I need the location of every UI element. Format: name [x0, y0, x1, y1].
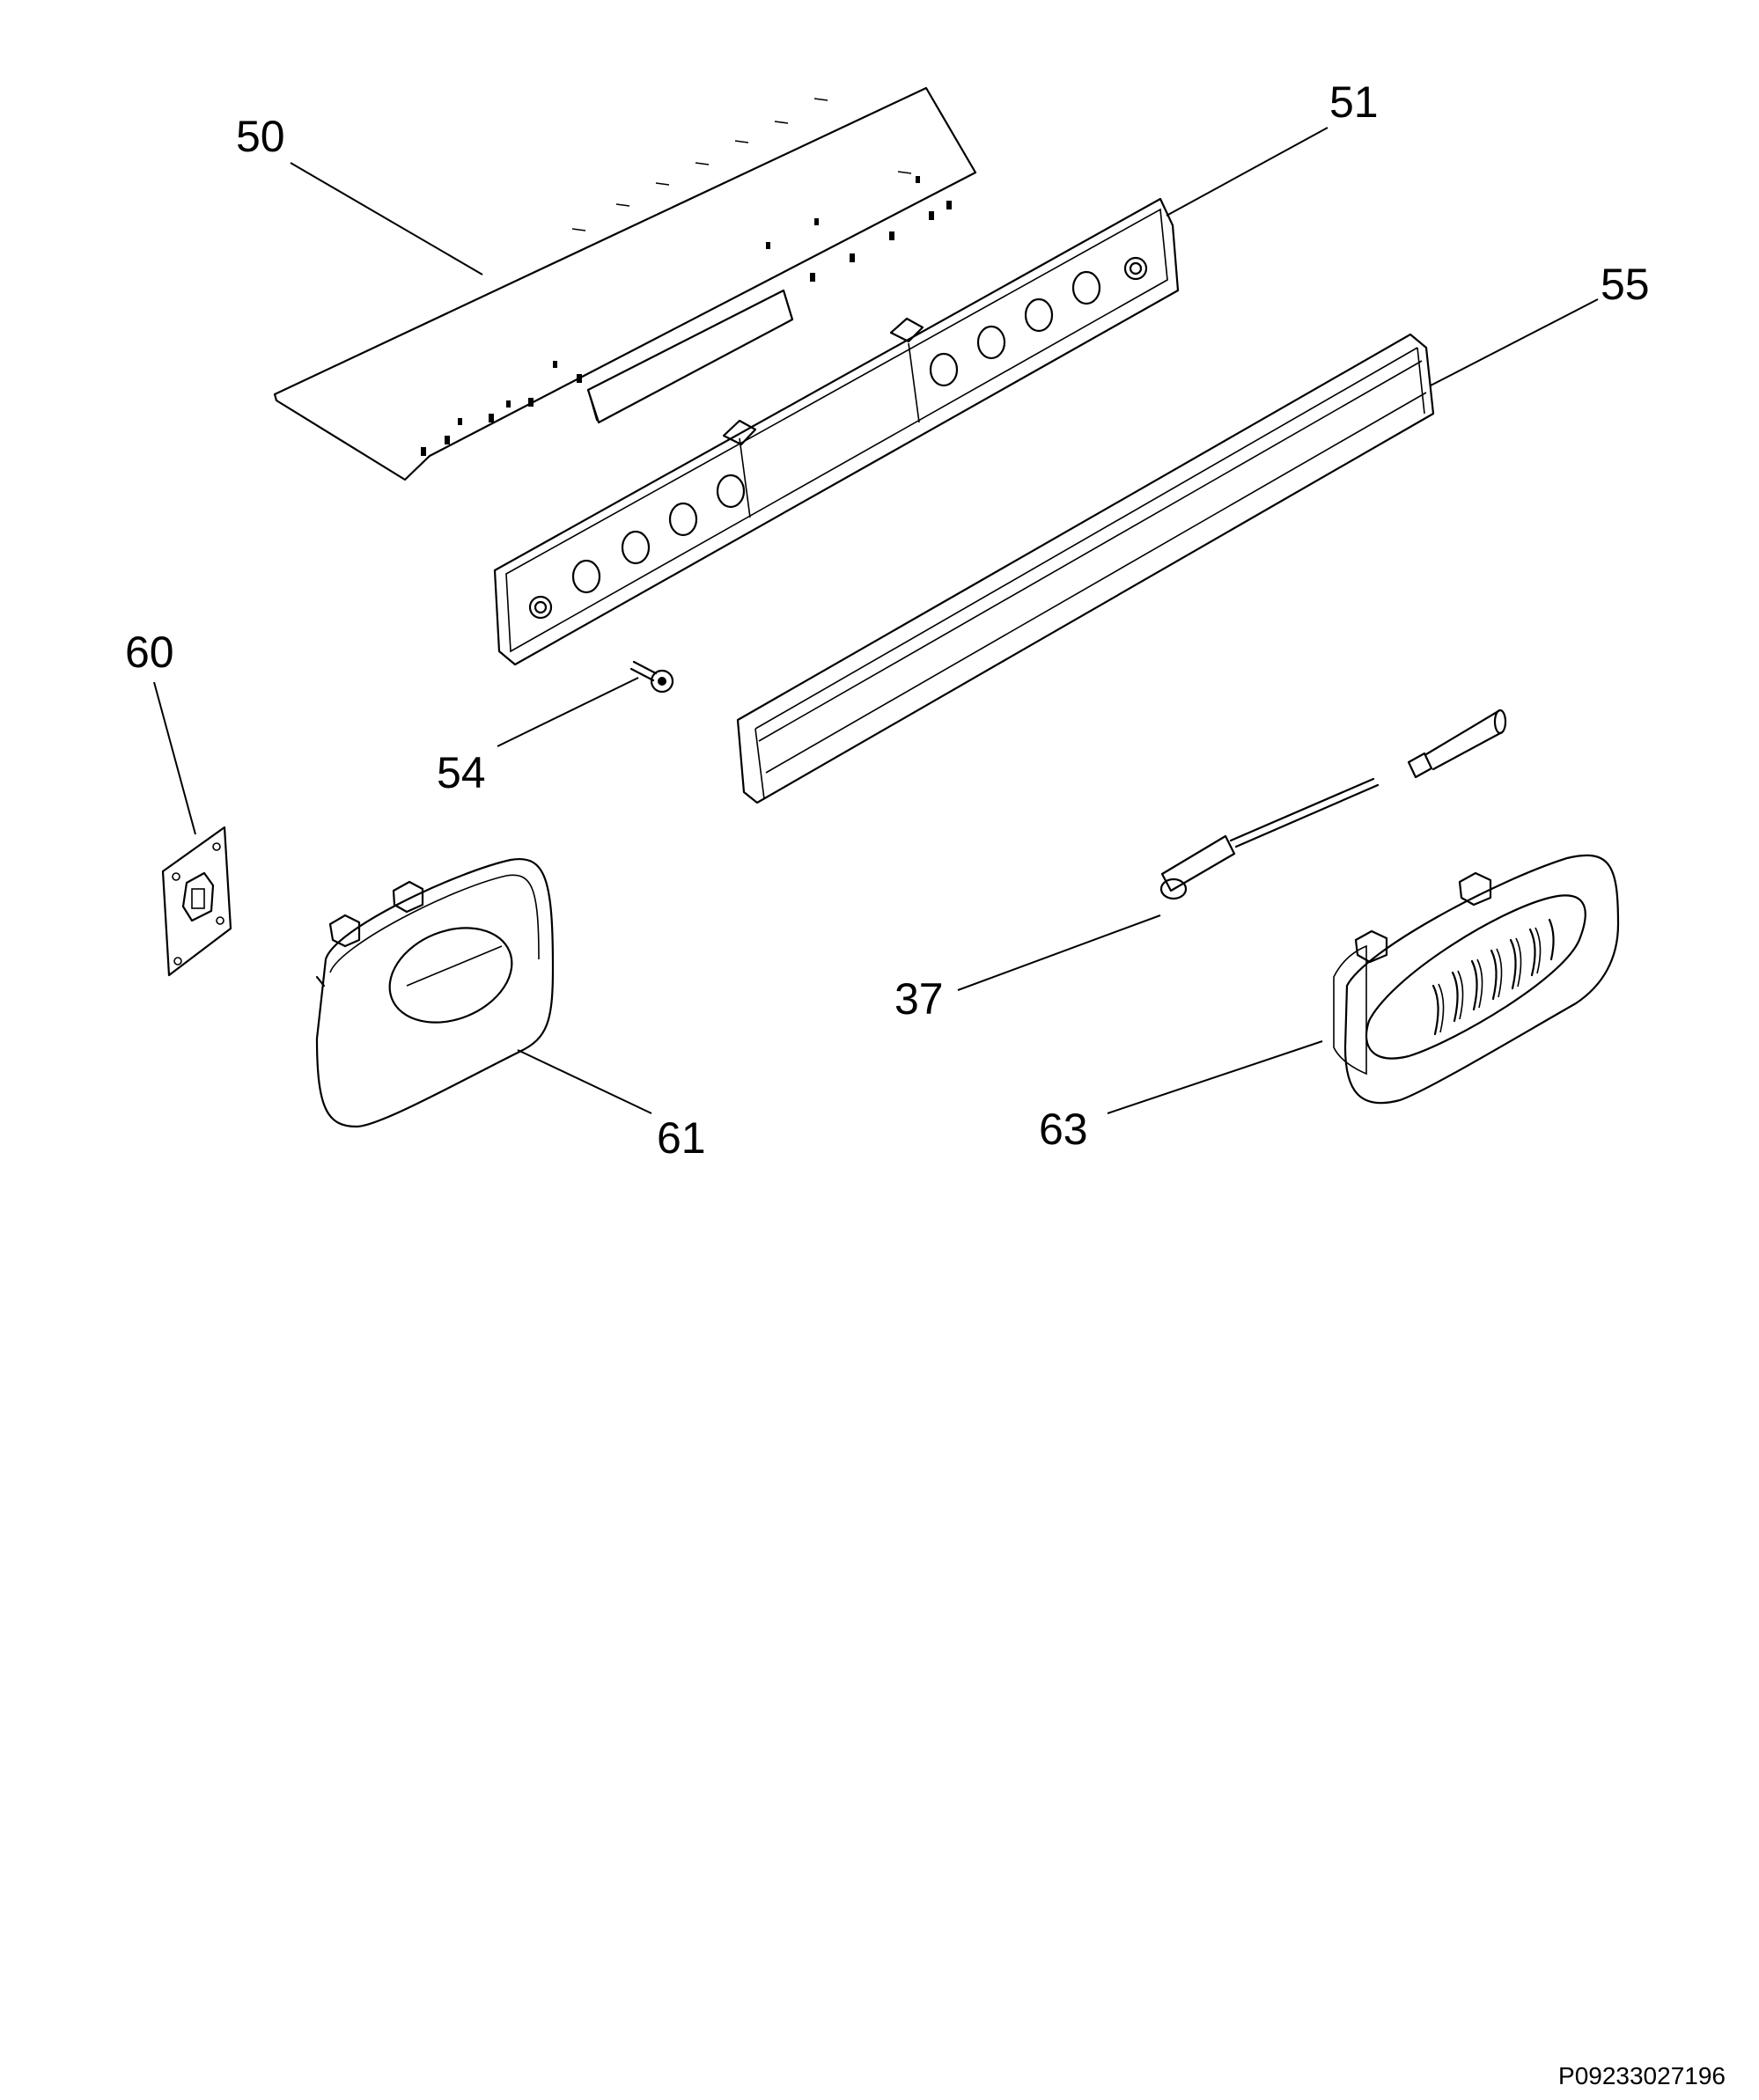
leader-61	[517, 1049, 652, 1114]
leader-51	[1166, 127, 1328, 217]
document-id: P09233027196	[1558, 2062, 1726, 2089]
leader-lines	[153, 127, 1599, 1114]
part-61-knob-bezel	[315, 857, 555, 1128]
part-54-screw	[629, 660, 674, 694]
callout-labels: 50 51 55 60 54 37 61 63	[125, 77, 1650, 1163]
part-51-control-panel	[493, 197, 1180, 666]
leader-37	[957, 914, 1161, 991]
part-63-vent-grille	[1333, 854, 1620, 1105]
leader-55	[1430, 298, 1599, 386]
part-55-trim-strip	[736, 333, 1435, 804]
leader-54	[497, 677, 639, 747]
part-60-switch-plate	[161, 826, 232, 977]
callout-60: 60	[125, 628, 174, 677]
leader-63	[1107, 1040, 1323, 1114]
callout-63: 63	[1039, 1105, 1088, 1154]
callout-61: 61	[657, 1113, 706, 1163]
part-37-probe	[1159, 709, 1507, 900]
callout-37: 37	[894, 974, 944, 1024]
leader-60	[153, 681, 196, 835]
callout-54: 54	[437, 748, 486, 797]
part-50-circuit-board	[273, 86, 977, 481]
callout-51: 51	[1329, 77, 1379, 127]
callout-55: 55	[1601, 260, 1650, 309]
leader-50	[290, 162, 483, 275]
callout-50: 50	[236, 112, 285, 161]
